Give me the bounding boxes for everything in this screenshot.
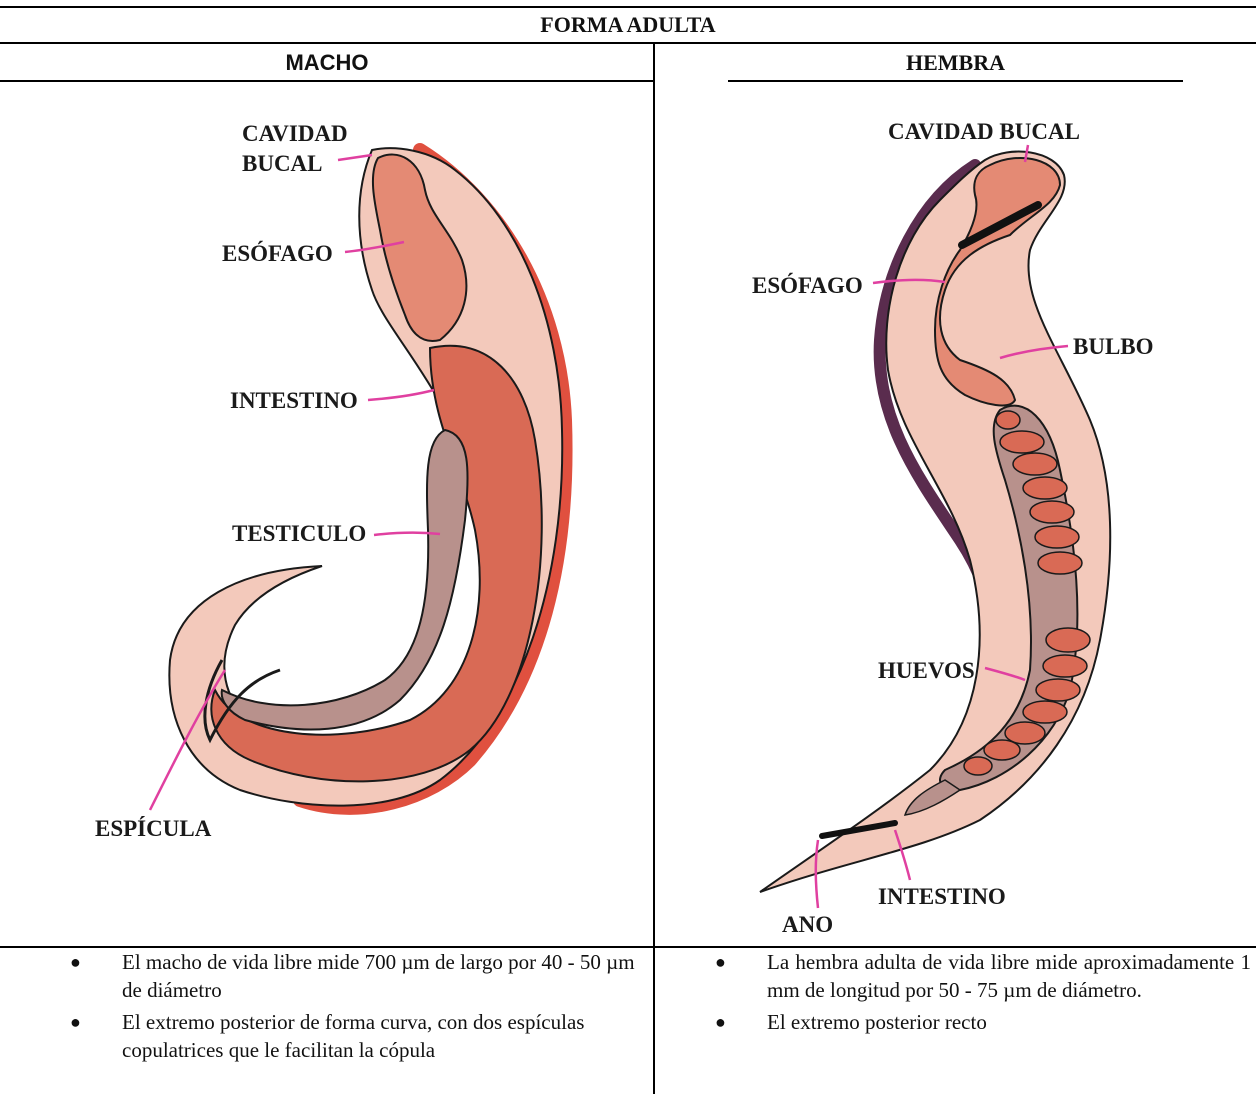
pointer-cavidad-bucal [338, 155, 372, 160]
list-item: ● El macho de vida libre mide 700 µm de l… [0, 948, 650, 1004]
label-testiculo: TESTICULO [232, 521, 366, 546]
label-esofago: ESÓFAGO [222, 240, 333, 266]
label-intestino: INTESTINO [878, 884, 1006, 909]
egg [1046, 628, 1090, 652]
label-huevos: HUEVOS [878, 658, 975, 683]
label-ano: ANO [782, 912, 833, 937]
male-header: MACHO [0, 48, 654, 78]
label-cavidad-bucal: CAVIDAD BUCAL [888, 119, 1080, 144]
list-item: ● La hembra adulta de vida libre mide apr… [655, 948, 1251, 1004]
label-espicula: ESPÍCULA [95, 816, 212, 841]
egg [1043, 655, 1087, 677]
label-esofago: ESÓFAGO [752, 272, 863, 298]
female-notes: ● La hembra adulta de vida libre mide apr… [655, 948, 1251, 1040]
male-diagram-panel: CAVIDAD BUCAL ESÓFAGO INTESTINO TESTICUL… [0, 84, 652, 944]
bullet-icon: ● [715, 1008, 726, 1036]
egg [996, 411, 1020, 429]
male-note-2: El extremo posterior de forma curva, con… [122, 1010, 584, 1062]
header-bottom-rule-right [728, 80, 1183, 82]
female-note-1: La hembra adulta de vida libre mide apro… [767, 950, 1251, 1002]
label-intestino: INTESTINO [230, 388, 358, 413]
label-bucal: BUCAL [242, 151, 323, 176]
egg [1038, 552, 1082, 574]
egg [1023, 701, 1067, 723]
male-notes: ● El macho de vida libre mide 700 µm de l… [0, 948, 650, 1068]
title-bottom-rule [0, 42, 1256, 44]
egg [1023, 477, 1067, 499]
table-title: FORMA ADULTA [0, 10, 1256, 40]
bullet-icon: ● [70, 1008, 81, 1036]
egg [964, 757, 992, 775]
egg [1000, 431, 1044, 453]
list-item: ● El extremo posterior de forma curva, co… [0, 1008, 650, 1064]
egg [1036, 679, 1080, 701]
bullet-icon: ● [715, 948, 726, 976]
list-item: ● El extremo posterior recto [655, 1008, 1251, 1036]
label-bulbo: BULBO [1073, 334, 1154, 359]
male-worm-diagram: CAVIDAD BUCAL ESÓFAGO INTESTINO TESTICUL… [0, 84, 652, 944]
header-bottom-rule [0, 80, 654, 82]
egg [1035, 526, 1079, 548]
pointer-intestino [368, 390, 434, 400]
egg [1030, 501, 1074, 523]
bullet-icon: ● [70, 948, 81, 976]
female-header: HEMBRA [655, 48, 1256, 78]
egg [1013, 453, 1057, 475]
label-cavidad: CAVIDAD [242, 121, 348, 146]
egg [984, 740, 1020, 760]
female-worm-diagram: CAVIDAD BUCAL ESÓFAGO BULBO HUEVOS INTES… [655, 84, 1256, 944]
female-diagram-panel: CAVIDAD BUCAL ESÓFAGO BULBO HUEVOS INTES… [655, 84, 1256, 944]
female-note-2: El extremo posterior recto [767, 1010, 987, 1034]
male-note-1: El macho de vida libre mide 700 µm de la… [122, 950, 635, 1002]
table-top-rule [0, 6, 1256, 8]
